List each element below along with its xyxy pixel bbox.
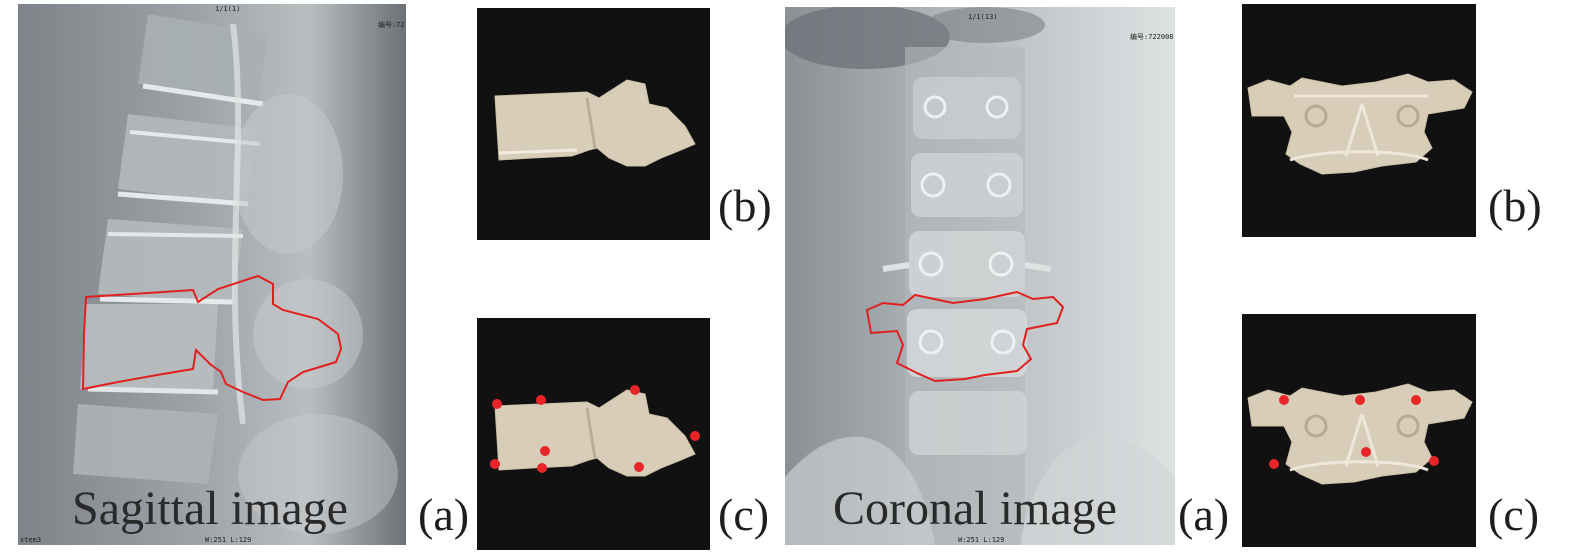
sagittal-label-c: (c) [718, 489, 770, 540]
sagittal-vertebra-shape-c [490, 385, 700, 477]
sagittal-overlay-bottom-left: stem3 [20, 536, 42, 544]
landmark-point [1411, 395, 1421, 405]
landmark-point [634, 462, 644, 472]
coronal-overlay-bottom: W:251 L:129 [958, 536, 1005, 544]
sagittal-landmarks-vertebra-c [477, 318, 710, 550]
sagittal-contour [81, 274, 343, 402]
landmark-point [1361, 447, 1371, 457]
sagittal-label-a: (a) [418, 489, 470, 540]
coronal-caption: Coronal image [833, 482, 1117, 535]
landmark-point [537, 463, 547, 473]
coronal-vertebra-shape-b [1247, 73, 1473, 175]
landmark-point [1279, 395, 1289, 405]
coronal-label-c: (c) [1488, 489, 1540, 540]
sagittal-overlay-bottom: W:251 L:129 [205, 536, 252, 544]
sagittal-segmented-vertebra-b [477, 8, 710, 240]
landmark-point [540, 446, 550, 456]
landmark-point [1355, 395, 1365, 405]
landmark-point [690, 431, 700, 441]
landmark-point [492, 399, 502, 409]
coronal-landmarks-vertebra-c [1242, 314, 1476, 547]
sagittal-xray-graphic [18, 4, 406, 545]
sagittal-label-b: (b) [718, 180, 772, 231]
coronal-label-b: (b) [1488, 180, 1542, 231]
sagittal-vertebra-shape-b [494, 79, 696, 167]
landmark-point [1269, 459, 1279, 469]
coronal-overlay-right: 编号:722008 [1130, 33, 1174, 41]
sagittal-overlay-right: 编号:72 [378, 21, 405, 29]
sagittal-caption: Sagittal image [72, 482, 348, 535]
sagittal-overlay-top: 1/1(1) [215, 5, 241, 13]
landmark-point [490, 459, 500, 469]
coronal-xray-graphic [785, 7, 1175, 545]
coronal-segmented-vertebra-b [1242, 4, 1476, 237]
coronal-contour [865, 290, 1065, 383]
landmark-point [536, 395, 546, 405]
landmark-point [630, 385, 640, 395]
coronal-label-a: (a) [1178, 489, 1230, 540]
coronal-xray-image [785, 7, 1175, 545]
coronal-overlay-top: 1/1(13) [968, 13, 998, 21]
coronal-vertebra-shape-c [1247, 383, 1473, 485]
landmark-point [1429, 456, 1439, 466]
sagittal-xray-image [18, 4, 406, 545]
